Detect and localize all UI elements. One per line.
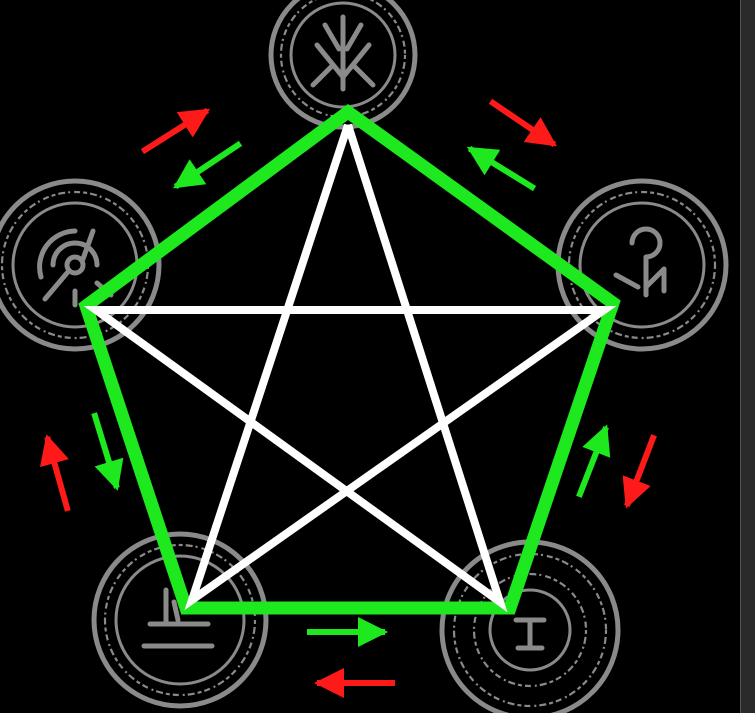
branch-sigil-icon bbox=[310, 14, 376, 92]
hook-sigil-icon bbox=[613, 226, 667, 298]
red-arrow-top-right bbox=[488, 98, 557, 148]
red-arrow-left bbox=[40, 434, 71, 512]
edge-arrows-right bbox=[576, 424, 657, 509]
white-pentagram-star bbox=[83, 123, 617, 613]
green-pentagon bbox=[78, 103, 621, 615]
green-arrow-top-right bbox=[466, 145, 537, 192]
spiral-sigil-icon bbox=[37, 228, 114, 308]
glyph-sigil-icon bbox=[513, 617, 547, 651]
window-edge bbox=[740, 0, 755, 713]
edge-arrows-top-left bbox=[140, 107, 243, 190]
edge-arrows-top-right bbox=[466, 98, 557, 192]
rune-circle-bottom-left bbox=[91, 531, 269, 709]
green-arrow-right bbox=[576, 424, 611, 498]
red-arrow-top-left bbox=[140, 107, 211, 155]
red-arrow-right bbox=[622, 434, 657, 509]
rune-circle-top bbox=[268, 0, 418, 130]
edge-arrows-left bbox=[40, 412, 124, 512]
green-arrow-top-left bbox=[173, 140, 243, 190]
anchor-sigil-icon bbox=[141, 587, 215, 649]
green-arrow-left bbox=[91, 412, 124, 491]
edge-arrows-bottom bbox=[307, 617, 395, 698]
